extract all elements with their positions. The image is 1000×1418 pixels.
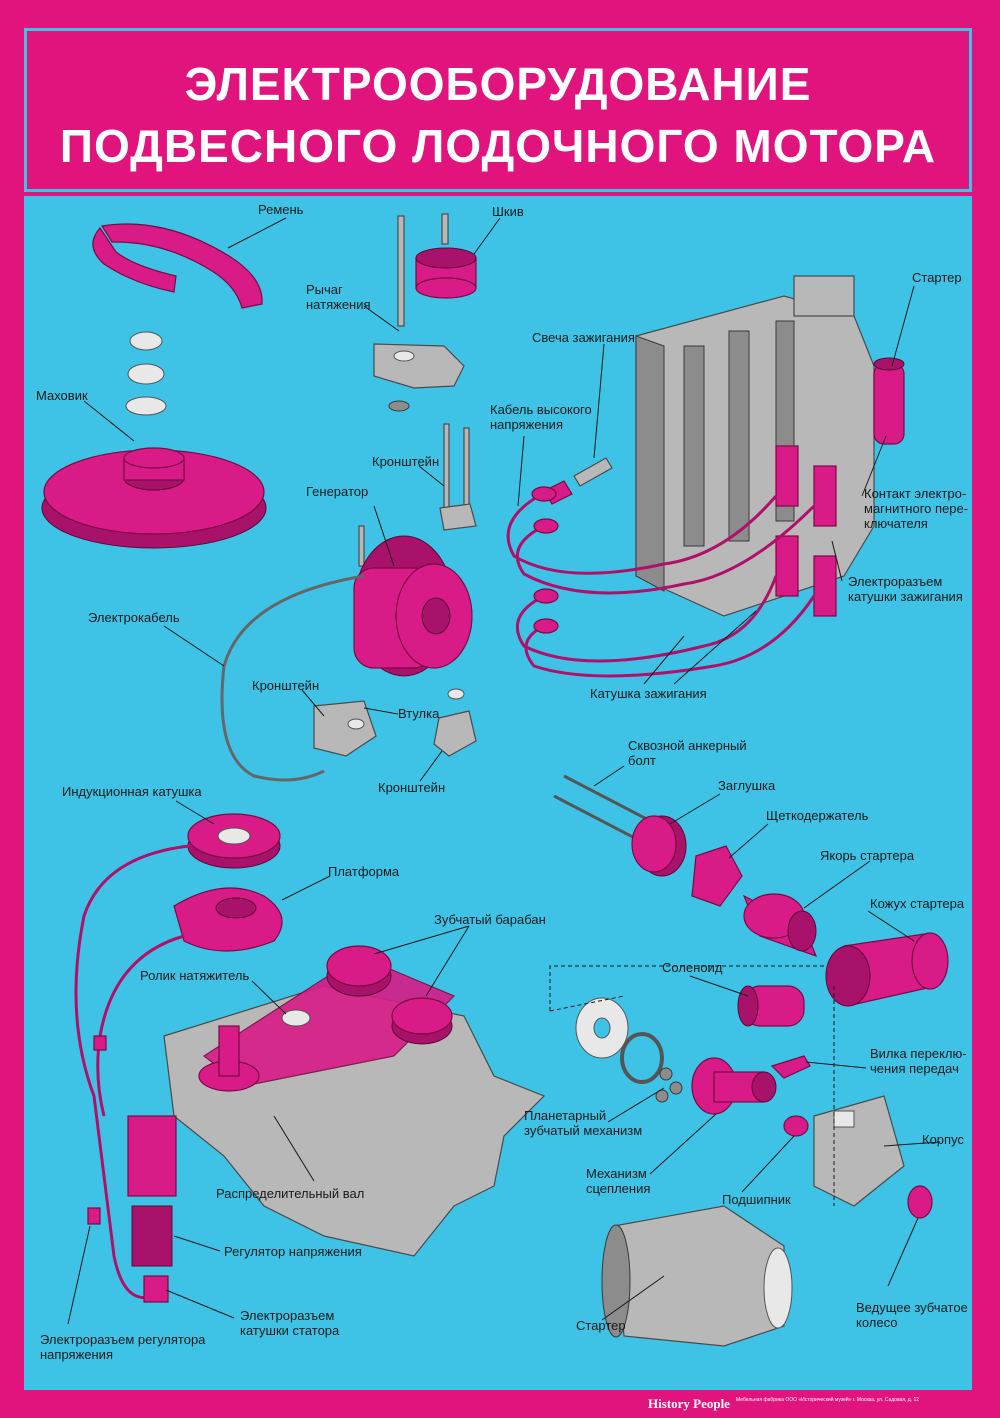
label-spark-plug: Свеча зажигания [532, 330, 635, 345]
case-part [813, 1095, 905, 1207]
toothed-drums-part [198, 945, 456, 1092]
label-shift-fork: Вилка переклю- чения передач [870, 1046, 967, 1076]
starter-top-part [873, 357, 905, 445]
label-ignition-coil: Катушка зажигания [590, 686, 707, 701]
diagram-panel: .m { fill: #d81b87; stroke: #7a0a45; str… [24, 196, 972, 1390]
label-clutch: Механизм сцепления [586, 1166, 651, 1196]
washers-part [575, 997, 664, 1084]
label-stator-connector: Электроразъем катушки статора [240, 1308, 340, 1338]
label-voltage-regulator: Регулятор напряжения [224, 1244, 362, 1259]
solenoid-part [737, 985, 805, 1027]
label-induction-coil: Индукционная катушка [62, 784, 202, 799]
regulator-wire [96, 934, 185, 1117]
bearing-part [783, 1115, 809, 1137]
clutch-part [691, 1057, 777, 1115]
starter-bottom-part [601, 1205, 793, 1347]
diagram-artwork: .m { fill: #d81b87; stroke: #7a0a45; str… [41, 213, 949, 1347]
platform-part [173, 887, 283, 952]
hv-cables [506, 486, 816, 678]
footer-small-print: Мебельная фабрика ООО «Исторический музе… [736, 1397, 920, 1403]
planetary-gear-part [655, 1067, 683, 1103]
bracket-left-part [313, 700, 377, 757]
label-brush-holder: Щеткодержатель [766, 808, 869, 823]
label-bearing: Подшипник [722, 1192, 791, 1207]
label-platform: Платформа [328, 864, 400, 879]
label-regulator-connector: Электроразъем регулятора напряжения [40, 1332, 206, 1362]
label-cable: Электрокабель [88, 610, 180, 625]
pulley-part [397, 213, 477, 327]
label-tension-lever: Рычаг натяжения [306, 282, 371, 312]
label-belt: Ремень [258, 202, 304, 217]
label-bracket-bottom: Кронштейн [378, 780, 446, 795]
leader-lines [67, 217, 941, 1325]
drive-gear-part [907, 1185, 933, 1219]
label-camshaft: Распределительный вал [216, 1186, 365, 1201]
label-drive-gear: Ведущее зубчатое колесо [856, 1300, 968, 1330]
label-planetary-gear: Планетарный зубчатый механизм [524, 1108, 643, 1138]
induction-coil-part [187, 813, 281, 869]
label-bushing: Втулка [398, 706, 440, 721]
flywheel-washers [125, 331, 167, 416]
label-starter-armature: Якорь стартера [820, 848, 915, 863]
label-coil-connector: Электроразъем катушки зажигания [848, 574, 963, 604]
starter-housing-part [825, 932, 949, 1007]
label-starter-housing: Кожух стартера [870, 896, 965, 911]
label-plug: Заглушка [718, 778, 776, 793]
armature-part [742, 893, 818, 958]
label-relay-contact: Контакт электро- магнитного пере- ключат… [864, 486, 969, 531]
title-line-1: ЭЛЕКТРООБОРУДОВАНИЕ [184, 58, 812, 110]
label-starter-top: Стартер [912, 270, 962, 285]
label-flywheel: Маховик [36, 388, 88, 403]
generator-bolts [358, 423, 477, 567]
shift-fork-part [770, 1055, 811, 1079]
footer-brand: History People [648, 1396, 730, 1411]
label-bracket-left: Кронштейн [252, 678, 320, 693]
label-bracket-top: Кронштейн [372, 454, 440, 469]
voltage-regulator-part [127, 1115, 177, 1303]
stator-wire [74, 844, 190, 1299]
electrocable-wire [220, 574, 365, 782]
brush-holder-part [691, 845, 743, 907]
label-case: Корпус [922, 1132, 964, 1147]
plug-part [631, 815, 687, 877]
title-banner: ЭЛЕКТРООБОРУДОВАНИЕ ПОДВЕСНОГО ЛОДОЧНОГО… [24, 28, 972, 192]
label-toothed-drum: Зубчатый барабан [434, 912, 546, 927]
label-hv-cable: Кабель высокого напряжения [490, 402, 592, 432]
label-generator: Генератор [306, 484, 369, 499]
label-solenoid: Соленоид [662, 960, 723, 975]
ignition-coils-part [775, 445, 837, 617]
regulator-connector-part [87, 1035, 107, 1225]
tension-lever-part [373, 343, 465, 412]
belt-part [92, 223, 263, 309]
bracket-bottom-part [433, 688, 477, 757]
tension-roller-part [281, 1009, 311, 1027]
label-through-bolt: Сквозной анкерный болт [628, 738, 747, 768]
flywheel-part [41, 447, 267, 549]
label-starter-bottom: Стартер [576, 1318, 626, 1333]
generator-part [353, 535, 473, 677]
exploded-outline [549, 965, 835, 1206]
label-tension-roller: Ролик натяжитель [140, 968, 250, 983]
label-pulley: Шкив [492, 204, 524, 219]
title-line-2: ПОДВЕСНОГО ЛОДОЧНОГО МОТОРА [59, 120, 937, 172]
